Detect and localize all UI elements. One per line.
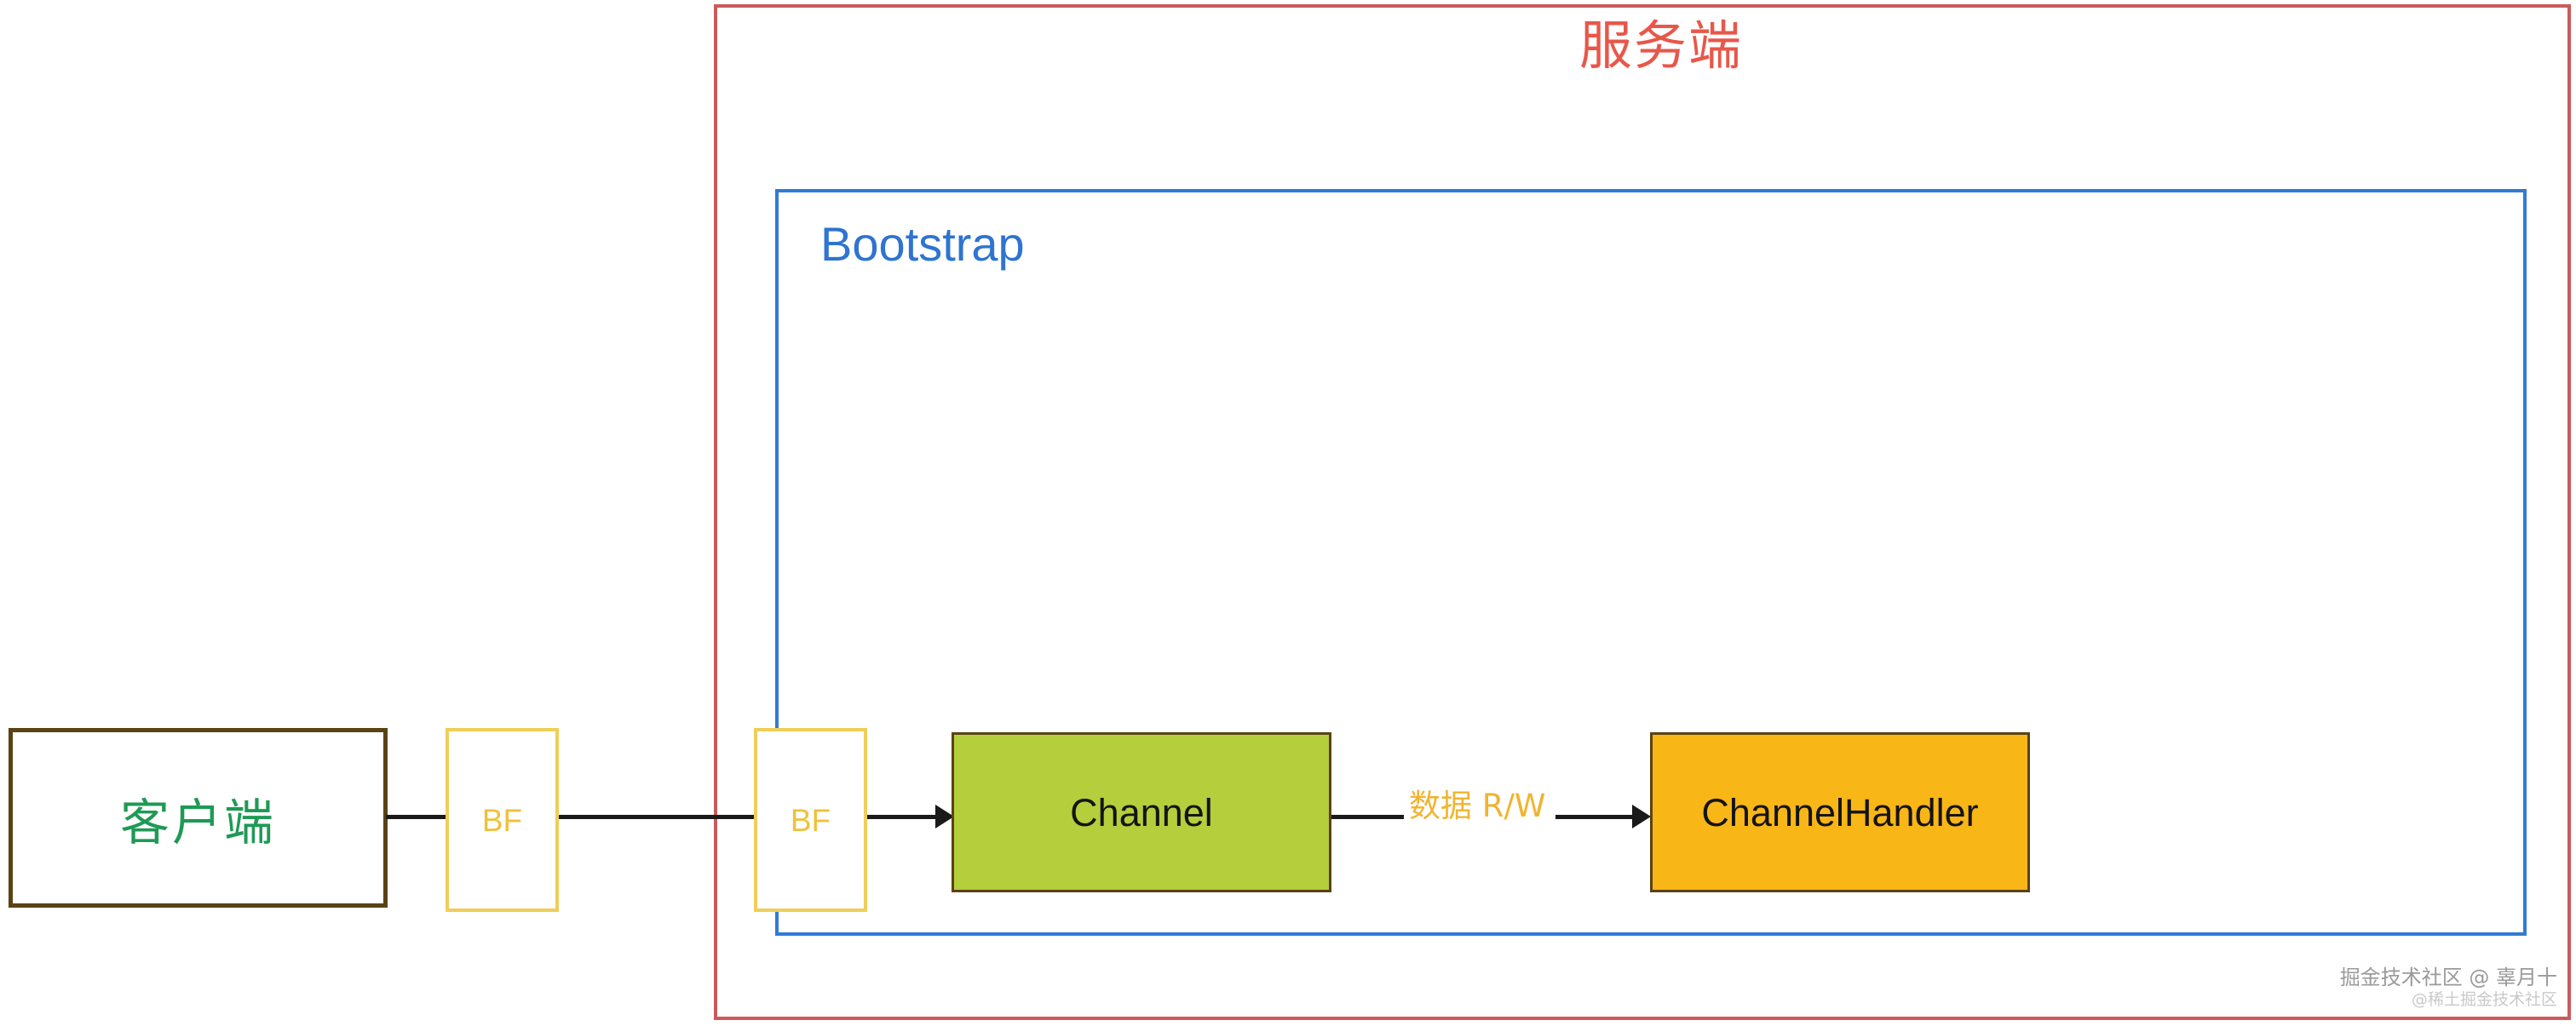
node-channel-handler[interactable]: ChannelHandler bbox=[1650, 732, 2030, 892]
bootstrap-boundary-title: Bootstrap bbox=[820, 217, 1025, 271]
node-buffer-one-label: BF bbox=[481, 802, 523, 838]
node-buffer-two-label: BF bbox=[790, 802, 831, 838]
bootstrap-boundary bbox=[775, 189, 2527, 936]
edge-client-to-buffer-one bbox=[386, 815, 449, 819]
edge-label-to-channel-handler bbox=[1555, 815, 1636, 819]
edge-buffer-one-to-buffer-two bbox=[555, 815, 757, 819]
watermark-author: 掘金技术社区 @ 辜月十 bbox=[2339, 966, 2557, 990]
arrowhead-to-channel-handler-icon bbox=[1632, 805, 1651, 828]
node-client-label: 客户端 bbox=[119, 793, 276, 851]
edge-label-data-rw: 数据 R/W bbox=[1406, 790, 1550, 822]
node-client[interactable]: 客户端 bbox=[9, 728, 388, 908]
server-boundary-title: 服务端 bbox=[1578, 14, 1743, 77]
arrowhead-to-channel-icon bbox=[935, 805, 954, 828]
watermark: 掘金技术社区 @ 辜月十 @稀土掘金技术社区 bbox=[2340, 965, 2557, 1011]
node-channel-handler-label: ChannelHandler bbox=[1701, 790, 1979, 834]
node-channel-label: Channel bbox=[1070, 790, 1213, 834]
node-buffer-two[interactable]: BF bbox=[754, 728, 867, 912]
node-channel[interactable]: Channel bbox=[952, 732, 1331, 892]
server-boundary bbox=[714, 4, 2571, 1020]
node-buffer-one[interactable]: BF bbox=[446, 728, 559, 912]
watermark-site: @稀土掘金技术社区 bbox=[2411, 990, 2557, 1010]
edge-buffer-two-to-channel bbox=[865, 815, 939, 819]
edge-channel-to-label bbox=[1329, 815, 1404, 819]
